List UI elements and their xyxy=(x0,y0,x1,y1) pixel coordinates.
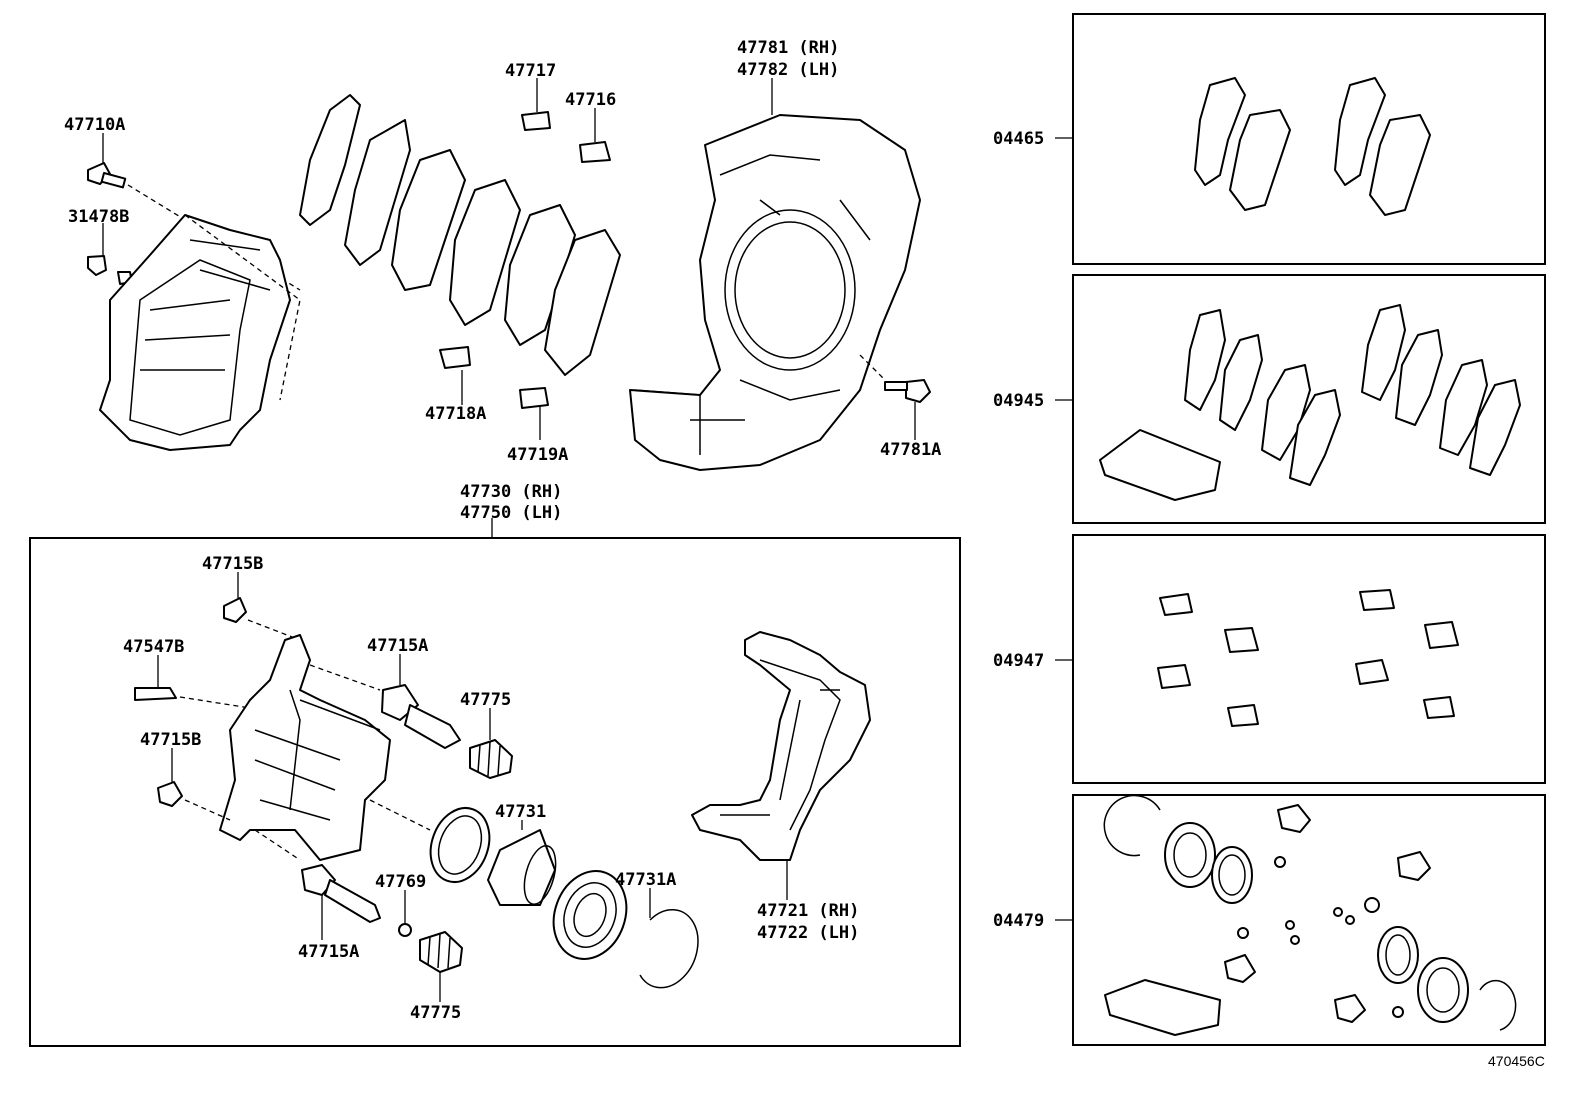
dust-cover-bolt-47781A[interactable] xyxy=(859,354,931,403)
label-kit-04465: 04465 xyxy=(993,129,1044,149)
pin-boot-47775-bot[interactable] xyxy=(419,931,463,973)
label-47547B: 47547B xyxy=(123,637,184,657)
guide-pin-47715A-top[interactable] xyxy=(381,684,461,749)
label-47731A: 47731A xyxy=(615,870,676,890)
label-47730-rh: 47730 (RH) xyxy=(460,482,562,502)
piston-seal-47731[interactable] xyxy=(421,800,562,908)
caliper-body-old[interactable] xyxy=(99,214,301,451)
slide-bolt-47715B-top[interactable] xyxy=(223,597,301,641)
pad-clips-upper[interactable] xyxy=(439,111,611,409)
dust-cover-47781[interactable] xyxy=(629,114,921,471)
pin-boot-47775-top[interactable] xyxy=(469,739,513,779)
label-47769: 47769 xyxy=(375,872,426,892)
label-47719A: 47719A xyxy=(507,445,568,465)
label-47716: 47716 xyxy=(565,90,616,110)
diagram-reference-code: 470456C xyxy=(1488,1053,1545,1069)
kit-box-04947[interactable] xyxy=(1072,534,1546,784)
label-47722-lh: 47722 (LH) xyxy=(757,923,859,943)
label-47715B-mid: 47715B xyxy=(140,730,201,750)
label-47715A-bot: 47715A xyxy=(298,942,359,962)
label-kit-04479: 04479 xyxy=(993,911,1044,931)
label-47717: 47717 xyxy=(505,61,556,81)
label-47782-lh: 47782 (LH) xyxy=(737,60,839,80)
label-kit-04945: 04945 xyxy=(993,391,1044,411)
leader-lines xyxy=(102,78,1073,1002)
mounting-bracket-47721[interactable] xyxy=(691,631,871,861)
guide-pin-47715A-bot[interactable] xyxy=(301,864,381,923)
cylinder-boot-47731A[interactable] xyxy=(542,861,699,989)
bleeder-cap-47769[interactable] xyxy=(398,923,412,937)
label-47750-lh: 47750 (LH) xyxy=(460,503,562,523)
label-kit-04947: 04947 xyxy=(993,651,1044,671)
kit-box-04945[interactable] xyxy=(1072,274,1546,524)
label-47721-rh: 47721 (RH) xyxy=(757,901,859,921)
label-47775-top: 47775 xyxy=(460,690,511,710)
label-47710A: 47710A xyxy=(64,115,125,135)
label-47731: 47731 xyxy=(495,802,546,822)
label-47781-rh: 47781 (RH) xyxy=(737,38,839,58)
caliper-body-new[interactable] xyxy=(219,634,431,861)
label-47715B-top: 47715B xyxy=(202,554,263,574)
kit-box-04465[interactable] xyxy=(1072,13,1546,265)
label-47775-bot: 47775 xyxy=(410,1003,461,1023)
label-47781A: 47781A xyxy=(880,440,941,460)
slide-bolt-47715B-mid[interactable] xyxy=(157,781,231,821)
bleeder-plug-47547B[interactable] xyxy=(134,687,251,709)
brake-pads-upper[interactable] xyxy=(299,94,621,376)
kit-box-04479[interactable] xyxy=(1072,794,1546,1046)
caliper-assembly-frame xyxy=(29,537,961,1047)
label-31478B: 31478B xyxy=(68,207,129,227)
label-47715A-top: 47715A xyxy=(367,636,428,656)
label-47718A: 47718A xyxy=(425,404,486,424)
